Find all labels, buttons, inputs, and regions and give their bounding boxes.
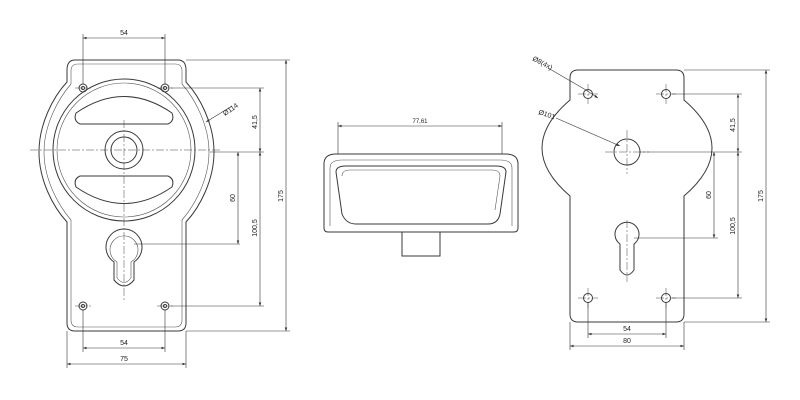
front-view-upper-lobe [74, 96, 174, 125]
front-view-lower-lobe [74, 175, 174, 204]
front-dim-width-top: 54 [82, 30, 166, 84]
rear-dim-width-80-label: 80 [623, 338, 631, 345]
rear-view: Ø8(4x) Ø101 41,5 60 100,5 175 [531, 56, 770, 350]
rear-dim-height-60-label: 60 [706, 191, 713, 199]
rear-view-outline [541, 69, 713, 323]
side-dim-width: 77,61 [337, 119, 503, 154]
rear-dim-height-total: 175 [758, 70, 768, 322]
front-dim-width-total-label: 75 [120, 356, 128, 363]
front-dim-height-total-label: 175 [278, 190, 285, 202]
front-dim-width-total: 75 [66, 331, 187, 368]
rear-dim-hole-diameter-label: Ø8(4x) [531, 56, 553, 72]
front-dim-height-100-5-label: 100,5 [252, 219, 259, 237]
rear-dim-body-diameter: Ø101 [537, 109, 621, 147]
front-dim-height-upper-label: 41,5 [252, 115, 259, 129]
front-view-keyhole-inner [109, 235, 139, 283]
side-view-face-inner [341, 169, 501, 211]
rear-view-keyhole [614, 221, 640, 276]
rear-dim-body-diameter-label: Ø101 [537, 109, 556, 121]
rear-dim-height-100-5-label: 100,5 [730, 217, 737, 235]
side-view-inner [329, 159, 513, 226]
front-dim-height-60: 60 [230, 152, 240, 244]
front-dim-height-upper: 41,5 [252, 88, 262, 152]
rear-dim-height-upper-label: 41,5 [730, 118, 737, 132]
side-view-outer [323, 153, 519, 233]
front-view-outline [38, 59, 215, 332]
side-view-face [335, 165, 507, 225]
rear-dim-height-total-label: 175 [758, 190, 765, 202]
front-view: 54 54 75 Ø114 41,5 [30, 30, 290, 368]
rear-dim-width-54-label: 54 [623, 326, 631, 333]
front-dim-width-top-label: 54 [120, 30, 128, 37]
front-view-inner-outline [43, 63, 210, 328]
front-dim-height-total: 175 [278, 60, 288, 331]
side-view: 77,61 [323, 119, 519, 257]
rear-dim-width-80: 80 [569, 322, 685, 350]
rear-view-screw-holes [583, 89, 671, 303]
rear-dim-height-60: 60 [706, 152, 716, 238]
rear-dim-height-100-5: 100,5 [730, 152, 740, 298]
rear-dim-hole-diameter: Ø8(4x) [531, 56, 599, 99]
front-dim-height-100-5: 100,5 [252, 152, 262, 306]
rear-dim-width-54: 54 [587, 302, 667, 338]
front-view-keyhole [105, 228, 143, 287]
front-dim-diameter: Ø114 [205, 102, 240, 123]
front-dim-width-bottom: 54 [82, 310, 166, 352]
rear-dim-height-upper: 41,5 [730, 94, 740, 152]
front-dim-height-60-label: 60 [230, 194, 237, 202]
side-view-cylinder [401, 231, 441, 257]
side-dim-width-label: 77,61 [412, 119, 428, 125]
front-dim-diameter-label: Ø114 [222, 102, 240, 117]
front-dim-width-bottom-label: 54 [120, 340, 128, 347]
